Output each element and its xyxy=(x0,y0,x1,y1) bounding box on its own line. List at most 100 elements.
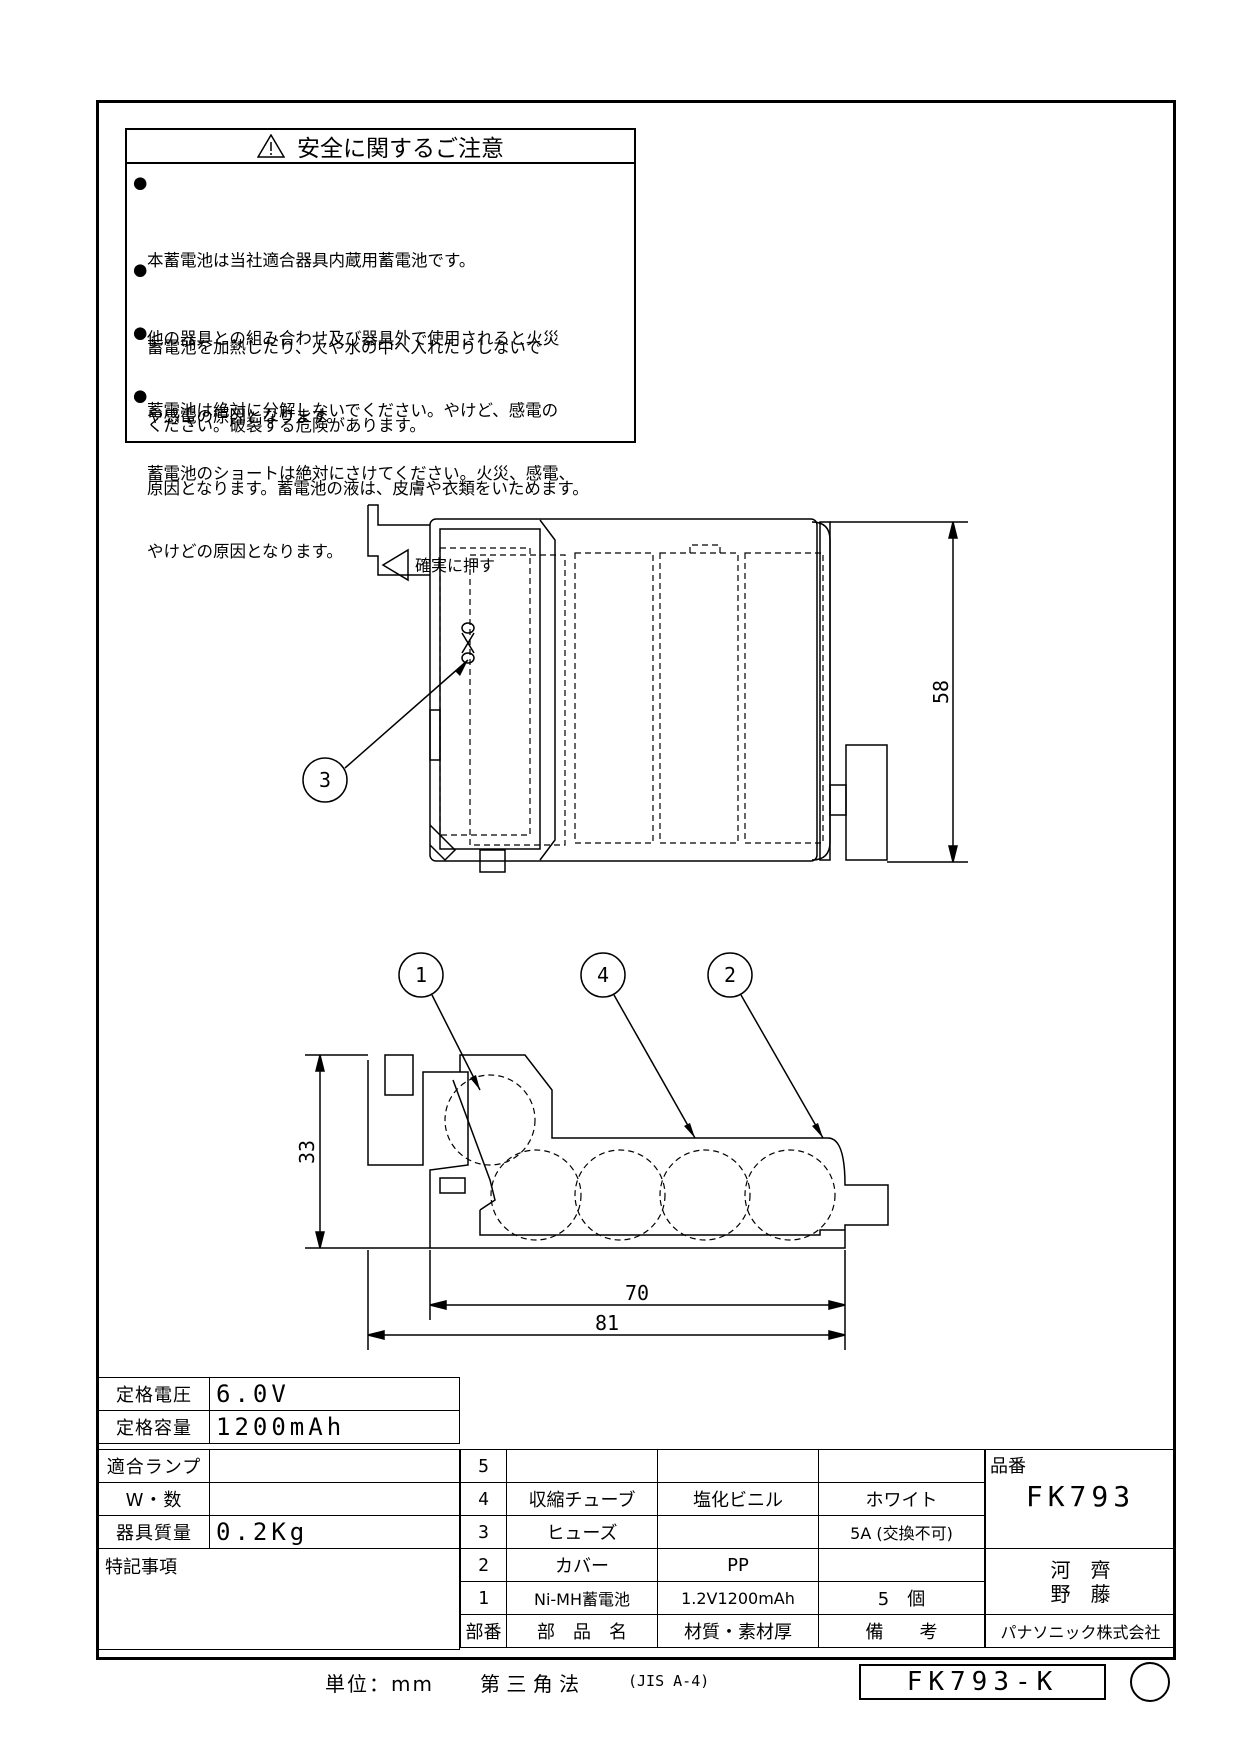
callout-3: 3 xyxy=(319,768,331,792)
part-material: 1.2V1200mAh xyxy=(657,1581,819,1615)
bullet: ● xyxy=(133,260,148,279)
unit-label: 単位：mm xyxy=(325,1672,434,1696)
name-line-1: 河 齊 xyxy=(1050,1557,1111,1582)
spec-table: 定格電圧 6.0V 定格容量 1200mAh xyxy=(98,1377,460,1444)
spec-row: 定格電圧 6.0V xyxy=(98,1377,460,1411)
spec-value: 0.2Kg xyxy=(209,1515,460,1549)
callout-2: 2 xyxy=(724,963,736,987)
safety-text: 原因となります。蓄電池の液は、皮膚や衣類をいためます。 xyxy=(147,479,589,498)
part-name: Ni-MH蓄電池 xyxy=(506,1581,658,1615)
safety-text: 蓄電池は絶対に分解しないでください。やけど、感電の xyxy=(147,401,559,420)
parts-row: 4 収縮チューブ 塩化ビニル ホワイト xyxy=(460,1482,985,1516)
drawing-number: FK793-K xyxy=(859,1664,1106,1700)
parts-row: 2 カバー PP xyxy=(460,1548,985,1582)
paper-size: (JIS A-4) xyxy=(628,1672,710,1690)
side-view xyxy=(367,1054,889,1249)
fuse-symbol xyxy=(461,622,475,664)
spec-row: 器具質量 0.2Kg xyxy=(98,1515,460,1549)
safety-text: 蓄電池を加熱したり、火や水の中へ入れたりしないで xyxy=(147,338,542,357)
spec-value: 6.0V xyxy=(209,1377,460,1411)
part-remarks: 5A (交換不可) xyxy=(818,1515,985,1549)
notes-label: 特記事項 xyxy=(98,1548,460,1650)
spec-row: 特記事項 xyxy=(98,1548,460,1650)
safety-notice: 安全に関するご注意 ● 本蓄電池は当社適合器具内蔵用蓄電池です。 他の器具との組… xyxy=(125,128,636,561)
bullet: ● xyxy=(133,173,148,192)
company-name: パナソニック株式会社 xyxy=(985,1614,1176,1648)
dimension-58: 58 xyxy=(929,680,953,704)
safety-text: 蓄電池のショートは絶対にさけてください。火災、感電、 xyxy=(147,464,576,483)
parts-row: 3 ヒューズ 5A (交換不可) xyxy=(460,1515,985,1549)
header-remarks: 備 考 xyxy=(818,1614,985,1648)
header-no: 部番 xyxy=(460,1614,507,1648)
spec-value xyxy=(209,1482,460,1516)
safety-text: やけどの原因となります。 xyxy=(147,542,343,561)
header-material: 材質・素材厚 xyxy=(657,1614,819,1648)
spec-label: 定格容量 xyxy=(98,1410,210,1444)
spec-label: W・数 xyxy=(98,1482,210,1516)
arrow-icon xyxy=(381,548,409,582)
title-row: パナソニック株式会社 xyxy=(985,1614,1176,1648)
approval-circle xyxy=(1130,1662,1170,1702)
dimension-70: 70 xyxy=(625,1281,649,1305)
part-name: カバー xyxy=(506,1548,658,1582)
part-name: ヒューズ xyxy=(506,1515,658,1549)
projection-label: 第 三 角 法 xyxy=(480,1672,580,1696)
top-view-hidden-lines xyxy=(439,544,824,846)
part-no: 4 xyxy=(460,1482,507,1516)
parts-row: 1 Ni-MH蓄電池 1.2V1200mAh 5 個 xyxy=(460,1581,985,1615)
safety-item-1: ● 本蓄電池は当社適合器具内蔵用蓄電池です。 他の器具との組み合わせ及び器具外で… xyxy=(133,170,560,482)
part-no-cell: 品番 FK793 xyxy=(985,1449,1176,1549)
spec-label: 器具質量 xyxy=(98,1515,210,1549)
part-remarks xyxy=(818,1548,985,1582)
callout-1: 1 xyxy=(415,963,427,987)
top-view xyxy=(367,504,888,873)
part-no-label: 品番 xyxy=(990,1456,1026,1477)
spec-row: 適合ランプ xyxy=(98,1449,460,1483)
header-name: 部 品 名 xyxy=(506,1614,658,1648)
safety-text: 本蓄電池は当社適合器具内蔵用蓄電池です。 xyxy=(147,251,476,270)
spec-value xyxy=(209,1449,460,1483)
part-material xyxy=(657,1515,819,1549)
safety-title-text: 安全に関するご注意 xyxy=(297,136,504,162)
part-material: 塩化ビニル xyxy=(657,1482,819,1516)
title-row: 品番 FK793 xyxy=(985,1449,1176,1549)
part-name xyxy=(506,1449,658,1483)
part-number: FK793 xyxy=(1025,1480,1136,1513)
title-block: 品番 FK793 河 齊 野 藤 パナソニック株式会社 xyxy=(985,1449,1176,1648)
safety-item-3: ● 蓄電池は絶対に分解しないでください。やけど、感電の 原因となります。蓄電池の… xyxy=(133,320,589,554)
part-remarks: 5 個 xyxy=(818,1581,985,1615)
side-view-cells xyxy=(444,1074,836,1241)
dimension-81: 81 xyxy=(595,1311,619,1335)
spec-row: 定格容量 1200mAh xyxy=(98,1410,460,1444)
title-row: 河 齊 野 藤 xyxy=(985,1548,1176,1615)
spec-label: 定格電圧 xyxy=(98,1377,210,1411)
part-remarks xyxy=(818,1449,985,1483)
part-remarks: ホワイト xyxy=(818,1482,985,1516)
spec-table-lower: 適合ランプ W・数 器具質量 0.2Kg 特記事項 xyxy=(98,1449,460,1650)
part-material xyxy=(657,1449,819,1483)
part-no: 2 xyxy=(460,1548,507,1582)
spec-value: 1200mAh xyxy=(209,1410,460,1444)
safety-text: 他の器具との組み合わせ及び器具外で使用されると火災 xyxy=(147,329,560,348)
safety-title: 安全に関するご注意 xyxy=(127,130,634,164)
warning-icon xyxy=(257,134,285,158)
parts-row: 5 xyxy=(460,1449,985,1483)
parts-header-row: 部番 部 品 名 材質・素材厚 備 考 xyxy=(460,1614,985,1648)
part-no: 3 xyxy=(460,1515,507,1549)
safety-text: や感電の原因となります。 xyxy=(147,407,343,426)
safety-item-4: ● 蓄電池のショートは絶対にさけてください。火災、感電、 やけどの原因となります… xyxy=(133,383,576,617)
spec-label: 適合ランプ xyxy=(98,1449,210,1483)
drawing-frame xyxy=(96,100,1176,1660)
safety-text: ください。破裂する危険があります。 xyxy=(147,416,426,435)
part-no: 5 xyxy=(460,1449,507,1483)
bullet: ● xyxy=(133,386,148,405)
part-name: 収縮チューブ xyxy=(506,1482,658,1516)
safety-item-2: ● 蓄電池を加熱したり、火や水の中へ入れたりしないで ください。破裂する危険があ… xyxy=(133,257,542,491)
part-material: PP xyxy=(657,1548,819,1582)
parts-table: 5 4 収縮チューブ 塩化ビニル ホワイト 3 ヒューズ 5A (交換不可) 2… xyxy=(460,1449,985,1648)
press-label: 確実に押す xyxy=(415,556,495,575)
bullet: ● xyxy=(133,323,148,342)
spec-row: W・数 xyxy=(98,1482,460,1516)
dimension-33: 33 xyxy=(295,1140,319,1164)
